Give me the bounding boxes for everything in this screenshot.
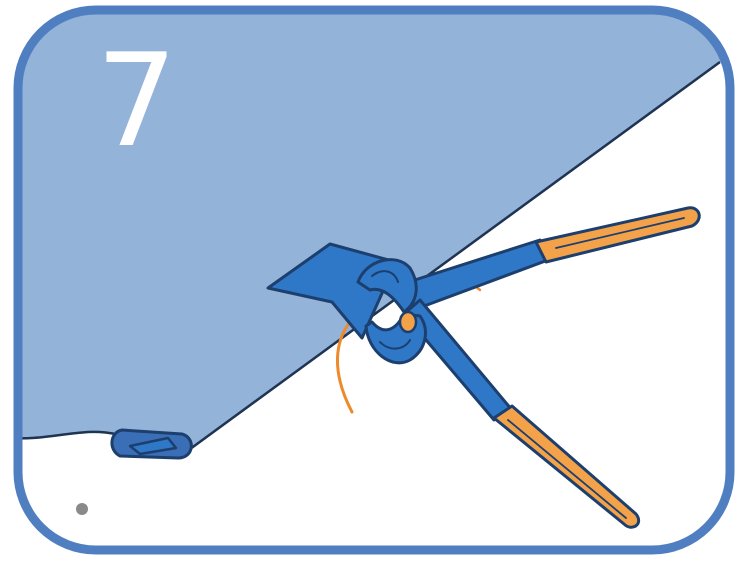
wire-icon	[335, 320, 354, 414]
step-number: 7	[96, 27, 178, 176]
sheet-panel	[18, 10, 730, 452]
card-frame	[13, 5, 735, 555]
sheet-flap-icon	[266, 242, 398, 340]
bullet-dot-icon	[76, 503, 88, 515]
hem-roll-icon	[110, 428, 193, 460]
pliers-icon	[356, 206, 701, 529]
